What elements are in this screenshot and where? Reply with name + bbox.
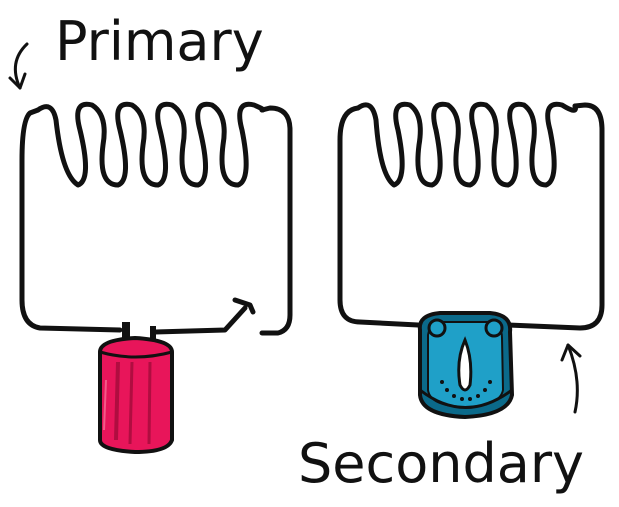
terminal-right-icon — [484, 318, 504, 338]
meter-scale — [440, 380, 492, 401]
secondary-wire — [337, 105, 421, 328]
galvanometer — [417, 311, 515, 420]
secondary-coil — [355, 101, 578, 188]
terminal-left-icon — [427, 318, 447, 338]
primary-coil — [35, 101, 266, 188]
battery — [98, 322, 174, 455]
primary-wire — [19, 107, 123, 333]
primary-pointer-arrow — [8, 42, 29, 90]
primary-switch — [232, 297, 256, 315]
secondary-label: Secondary — [298, 432, 584, 495]
primary-circuit: Primary — [8, 10, 293, 455]
primary-label: Primary — [55, 10, 264, 73]
secondary-pointer-arrow — [560, 343, 582, 414]
meter-needle — [457, 336, 473, 392]
secondary-circuit: Secondary — [298, 101, 605, 495]
